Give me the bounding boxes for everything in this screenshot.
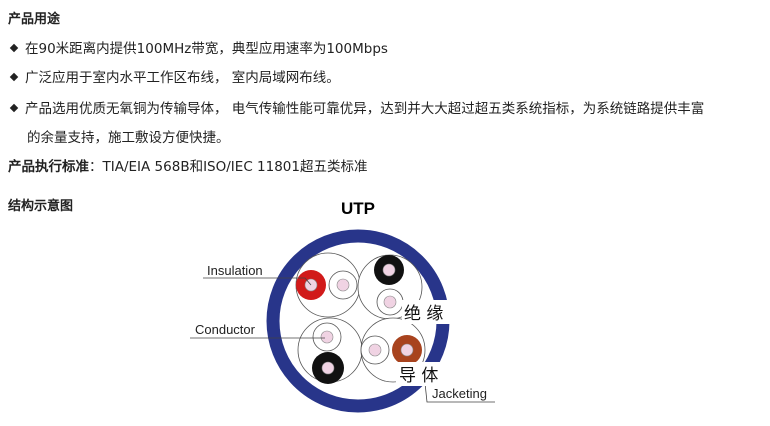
diagram-title: 结构示意图 [8,199,74,214]
label-bg [396,362,446,386]
utp-heading: UTP [341,199,375,218]
usage-continuation: 的余量支持，施工敷设方便快捷。 [27,130,230,146]
insulation-label: Insulation [207,263,263,278]
conductor [320,330,334,344]
insulation-cn-label: 绝 缘 [404,304,443,324]
usage-bullet-2: 广泛应用于室内水平工作区布线， 室内局域网布线。 [8,66,340,86]
bullet-text: 产品选用优质无氧铜为传输导体， 电气传输性能可靠优异，达到并大大超过超五类系统指… [25,101,705,117]
conductor [400,343,414,357]
bullet-text: 在90米距离内提供100MHz带宽，典型应用速率为100Mbps [25,41,388,57]
standard-line: 产品执行标准：TIA/EIA 568B和ISO/IEC 11801超五类标准 [8,155,367,175]
usage-bullet-1: 在90米距离内提供100MHz带宽，典型应用速率为100Mbps [8,37,388,57]
jacketing-label: Jacketing [432,386,487,401]
conductor [321,361,335,375]
insulation-leader-line [203,277,312,286]
jacketing-leader-line [424,382,495,403]
conductor [382,263,396,277]
standard-label: 产品执行标准 [8,159,89,175]
usage-bullet-3: 产品选用优质无氧铜为传输导体， 电气传输性能可靠优异，达到并大大超过超五类系统指… [8,97,704,117]
conductor [336,278,350,292]
conductor [368,343,382,357]
conductor-cn-label: 导 体 [399,366,438,386]
conductor [383,295,397,309]
standard-value: ：TIA/EIA 568B和ISO/IEC 11801超五类标准 [89,159,368,175]
usage-title: 产品用途 [8,12,61,27]
conductor-label: Conductor [195,322,256,337]
label-bg [402,300,452,324]
bullet-text: 广泛应用于室内水平工作区布线， 室内局域网布线。 [25,70,340,86]
